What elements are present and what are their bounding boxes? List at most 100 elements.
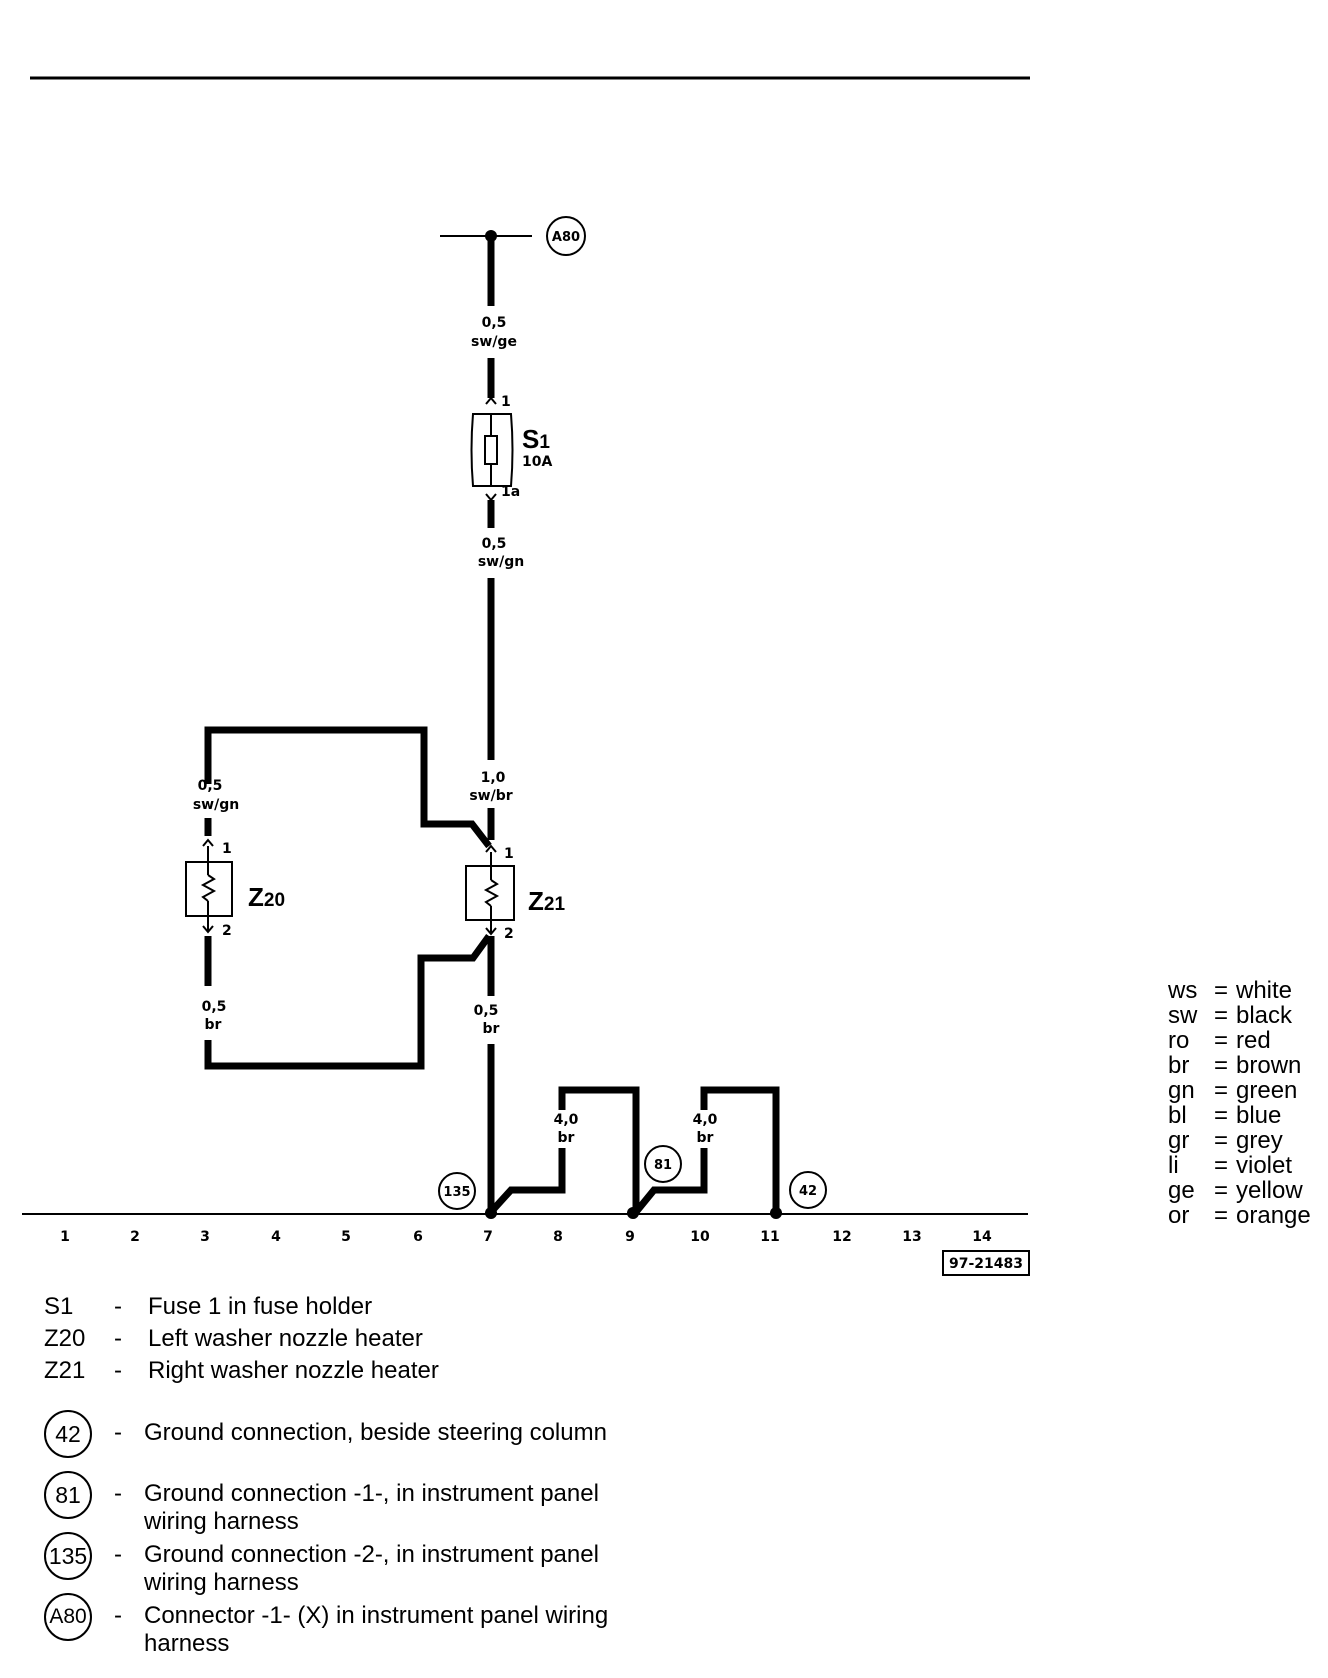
color-code-row: gn=green — [1168, 1077, 1298, 1104]
color-code: li — [1168, 1152, 1179, 1179]
ground-circle-icon: 135 — [44, 1532, 92, 1580]
color-code: br — [1168, 1052, 1190, 1079]
ground-point-81 — [627, 1207, 639, 1219]
color-name: red — [1236, 1027, 1271, 1054]
grid-number: 3 — [200, 1229, 210, 1245]
legend-description: Connector -1- (X) in instrument panel wi… — [144, 1602, 609, 1657]
grid-number: 8 — [553, 1229, 563, 1245]
ground-symbol-81 — [644, 1145, 682, 1183]
ground-symbol-42 — [789, 1171, 827, 1209]
z20-feed-wire — [204, 726, 492, 849]
a80-connector-label: A80 — [552, 230, 580, 245]
ground-label-81: 81 — [654, 1158, 672, 1173]
reference-box — [942, 1250, 1030, 1276]
wire-size-8: 4,0 — [693, 1112, 718, 1128]
heater-z20 — [185, 818, 233, 986]
wire-color-2: sw/gn — [478, 554, 524, 570]
legend-description: Ground connection -2-, in instrument pan… — [144, 1541, 599, 1596]
color-name: violet — [1236, 1152, 1293, 1179]
color-code-row: gr=grey — [1168, 1127, 1283, 1154]
legend-symbol: S1 — [44, 1293, 74, 1320]
legend-row-s1: S1 - Fuse 1 in fuse holder — [44, 1293, 668, 1321]
a80-connector-symbol — [546, 216, 586, 256]
color-code: ro — [1168, 1027, 1190, 1054]
grid-number: 9 — [625, 1229, 635, 1245]
wire-size-1: 0,5 — [482, 315, 507, 331]
legend-description: Fuse 1 in fuse holder — [148, 1293, 373, 1320]
legend-dash: - — [114, 1325, 122, 1352]
z21-pin-top: 1 — [504, 846, 514, 862]
color-code-row: ge=yellow — [1168, 1177, 1303, 1204]
color-name: brown — [1236, 1052, 1302, 1079]
color-code-row: ro=red — [1168, 1027, 1271, 1054]
connector-circle-icon: A80 — [44, 1593, 92, 1641]
legend-description: Ground connection -1-, in instrument pan… — [144, 1480, 599, 1535]
wire-color-3: sw/br — [469, 788, 512, 804]
legend-row-z20: Z20 - Left washer nozzle heater — [44, 1325, 668, 1353]
grid-number: 6 — [413, 1229, 423, 1245]
color-code: or — [1168, 1202, 1190, 1229]
ground-point-42 — [770, 1207, 782, 1219]
fuse-s1 — [470, 396, 514, 502]
fuse-label: S1 — [522, 424, 550, 454]
color-code-row: br=brown — [1168, 1052, 1302, 1079]
wire-size-6: 0,5 — [474, 1003, 499, 1019]
color-name: white — [1236, 977, 1293, 1004]
legend-dash: - — [114, 1419, 122, 1446]
z20-pin-top: 1 — [222, 841, 232, 857]
color-code: sw — [1168, 1002, 1198, 1029]
color-code: bl — [1168, 1102, 1187, 1129]
legend-dash: - — [114, 1541, 122, 1568]
color-code-row: sw=black — [1168, 1002, 1293, 1029]
wire-size-3: 1,0 — [481, 770, 506, 786]
color-name: blue — [1236, 1102, 1282, 1129]
color-code: ge — [1168, 1177, 1195, 1204]
fuse-rating: 10A — [522, 454, 552, 470]
z21-label: Z21 — [528, 886, 565, 916]
color-code-row: bl=blue — [1168, 1102, 1282, 1129]
grid-number: 14 — [972, 1229, 992, 1245]
color-name: orange — [1236, 1202, 1311, 1229]
wire-color-1: sw/ge — [471, 334, 517, 350]
z20-pin-bottom: 2 — [222, 923, 232, 939]
color-code: gr — [1168, 1127, 1190, 1154]
reference-number: 97-21483 — [949, 1256, 1023, 1272]
wire-color-legend: ws=white sw=black ro=red br=brown gn=gre… — [1168, 978, 1311, 1228]
grid-number: 5 — [341, 1229, 351, 1245]
ground-point-135 — [485, 1207, 497, 1219]
z20-label: Z20 — [248, 882, 285, 912]
legend-description: Right washer nozzle heater — [148, 1357, 439, 1384]
ground-bridge-wires — [488, 1086, 780, 1215]
grid-number: 2 — [130, 1229, 140, 1245]
color-name: black — [1236, 1002, 1293, 1029]
heater-z21 — [465, 844, 515, 936]
grid-numbers: 1 2 3 4 5 6 7 8 9 10 11 12 13 14 — [60, 1229, 992, 1245]
grid-number: 10 — [690, 1229, 710, 1245]
legend-symbol: Z21 — [44, 1357, 86, 1384]
ground-label-135: 135 — [443, 1185, 470, 1200]
grid-number: 4 — [271, 1229, 281, 1245]
grid-number: 7 — [483, 1229, 493, 1245]
z21-pin-bottom: 2 — [504, 926, 514, 942]
color-code: ws — [1168, 977, 1198, 1004]
legend-dash: - — [114, 1602, 122, 1629]
wire-size-2: 0,5 — [482, 536, 507, 552]
fuse-pin-bottom: 1a — [501, 484, 520, 500]
color-name: grey — [1236, 1127, 1283, 1154]
z20-return-wire — [204, 933, 492, 1070]
color-name: green — [1236, 1077, 1298, 1104]
grid-number: 1 — [60, 1229, 70, 1245]
legend-description: Left washer nozzle heater — [148, 1325, 423, 1352]
ground-symbol-135 — [438, 1172, 476, 1210]
color-code: gn — [1168, 1077, 1195, 1104]
legend-symbol: Z20 — [44, 1325, 86, 1352]
grid-number: 13 — [902, 1229, 921, 1245]
wire-color-5: br — [205, 1017, 222, 1033]
color-code-row: or=orange — [1168, 1202, 1311, 1229]
color-name: yellow — [1236, 1177, 1303, 1204]
wire-color-6: br — [483, 1021, 500, 1037]
wire-color-4: sw/gn — [193, 797, 239, 813]
ground-circle-icon: 42 — [44, 1410, 92, 1458]
wire-size-5: 0,5 — [202, 999, 227, 1015]
